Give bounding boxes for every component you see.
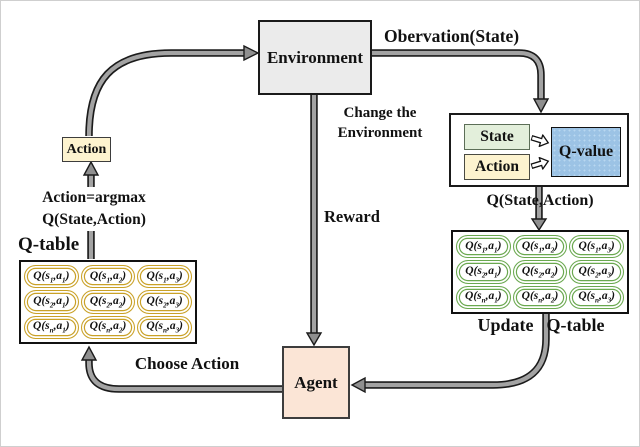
arrow-observation (372, 49, 550, 114)
change-environment-line2: Environment (337, 125, 423, 141)
qtable-cell: Q(sn,a1) (24, 315, 79, 339)
q-value-label: Q-value (558, 143, 614, 160)
action-input-node: Action (464, 154, 530, 180)
state-node: State (464, 124, 530, 150)
q-table-title: Q-table (18, 234, 80, 255)
qtable-cell: Q(s1,a3) (569, 235, 624, 259)
hollow-arrow-action-to-qvalue-icon (530, 156, 550, 171)
argmax-label: Action=argmax Q(State,Action) (27, 187, 161, 231)
reward-label: Reward (324, 207, 380, 226)
argmax-line2: Q(State,Action) (42, 211, 146, 228)
qtable-cell: Q(sn,a2) (512, 285, 568, 309)
argmax-line1: Action=argmax (42, 189, 146, 206)
change-environment-label: Change the Environment (317, 103, 443, 143)
qtable-cell: Q(sn,a1) (456, 285, 511, 309)
agent-label: Agent (294, 372, 338, 392)
environment-node: Environment (258, 20, 372, 95)
q-function-box: State Action Q-value (449, 113, 629, 187)
agent-node: Agent (282, 346, 350, 419)
qtable-cell: Q(s2,a2) (80, 290, 136, 314)
arrow-reward (305, 94, 323, 347)
qtable-cell: Q(s1,a3) (137, 265, 192, 289)
hollow-arrow-state-to-qvalue-icon (530, 133, 550, 148)
choose-action-label: Choose Action (134, 354, 240, 373)
arrow-action-to-environment (85, 44, 260, 137)
arrow-choose-action (80, 345, 282, 393)
action-node: Action (62, 137, 111, 162)
environment-label: Environment (266, 47, 364, 67)
qtable-cell: Q(s1,a1) (24, 265, 79, 289)
qtable-cell: Q(sn,a3) (137, 315, 192, 339)
qtable-cell: Q(s1,a2) (512, 235, 568, 259)
change-environment-line1: Change the (343, 105, 417, 121)
action-label: Action (66, 141, 107, 157)
update-word: Update (477, 315, 534, 335)
qtable-cell: Q(s2,a1) (24, 290, 79, 314)
qtable-cell: Q(sn,a2) (80, 315, 136, 339)
q-value-node: Q-value (551, 127, 621, 177)
qtable-cell: Q(s2,a3) (137, 290, 192, 314)
qtable-cell: Q(sn,a3) (569, 285, 624, 309)
arrow-qsa-to-qtable (530, 186, 548, 232)
q-table-right: Q(s1,a1)Q(s1,a2)Q(s1,a3) Q(s2,a1)Q(s2,a2)… (451, 230, 629, 314)
qtable-cell: Q(s2,a2) (512, 260, 568, 284)
qtable-cell: Q(s1,a1) (456, 235, 511, 259)
q-table-left: Q(s1,a1)Q(s1,a2)Q(s1,a3) Q(s2,a1)Q(s2,a2)… (19, 260, 197, 344)
arrow-update-to-agent (350, 312, 550, 394)
qtable-cell: Q(s2,a1) (456, 260, 511, 284)
q-state-action-label: Q(State,Action) (486, 192, 594, 209)
qtable-cell: Q(s1,a2) (80, 265, 136, 289)
qtable-cell: Q(s2,a3) (569, 260, 624, 284)
state-label: State (480, 128, 514, 145)
action-input-label: Action (475, 158, 519, 175)
observation-label: Obervation(State) (384, 26, 520, 46)
update-q-table-label: Update Q-table (449, 315, 633, 336)
q-table-word: Q-table (546, 315, 605, 335)
